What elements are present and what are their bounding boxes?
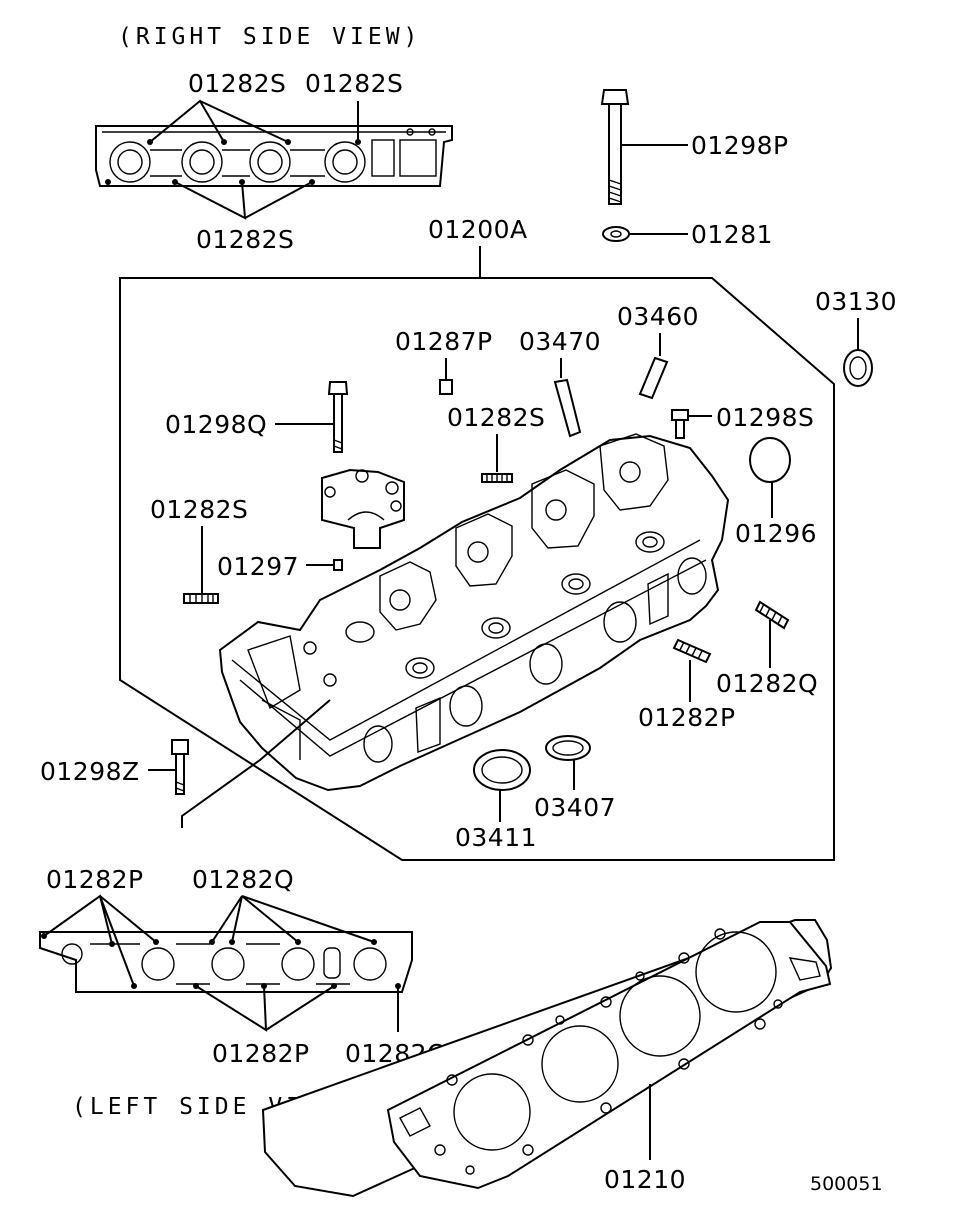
camshaft-cap bbox=[321, 468, 405, 549]
label-01282q: 01282Q bbox=[716, 669, 818, 698]
valve-guide-03460 bbox=[638, 356, 669, 400]
stud-01282p bbox=[672, 638, 712, 664]
label-01296: 01296 bbox=[735, 519, 817, 548]
valve-guide-03470 bbox=[553, 378, 582, 438]
diagram-code: 500051 bbox=[810, 1173, 883, 1195]
label-01298s: 01298S bbox=[716, 403, 814, 432]
pin-01297 bbox=[333, 559, 343, 571]
label-03470: 03470 bbox=[519, 327, 601, 356]
seal-03130 bbox=[843, 349, 873, 387]
right-side-leaders bbox=[149, 99, 359, 220]
valve-seat-03411 bbox=[473, 749, 531, 791]
plug-01287p bbox=[439, 379, 453, 395]
label-01281: 01281 bbox=[691, 220, 773, 249]
label-01297: 01297 bbox=[217, 552, 299, 581]
cylinder-head-01200a bbox=[218, 433, 730, 792]
label-03460: 03460 bbox=[617, 302, 699, 331]
bolt-01298q bbox=[327, 381, 349, 453]
stud-01282s-left bbox=[183, 593, 219, 604]
label-01282s-left: 01282S bbox=[150, 495, 248, 524]
bolt-01298z bbox=[171, 739, 189, 795]
valve-seat-03407 bbox=[545, 735, 591, 761]
left-side-leaders bbox=[43, 894, 399, 1032]
right-side-view-drawing bbox=[95, 125, 453, 187]
label-01210: 01210 bbox=[604, 1165, 686, 1194]
label-01298z: 01298Z bbox=[40, 757, 140, 786]
label-01282p-left-b: 01282P bbox=[212, 1039, 310, 1068]
label-01282s-right-b: 01282S bbox=[305, 69, 403, 98]
label-01287p: 01287P bbox=[395, 327, 493, 356]
left-side-view-drawing bbox=[39, 931, 413, 993]
label-03411: 03411 bbox=[455, 823, 537, 852]
right-side-view-title: (RIGHT SIDE VIEW) bbox=[118, 24, 421, 50]
label-01282s-right-a: 01282S bbox=[188, 69, 286, 98]
label-01282p-left-a: 01282P bbox=[46, 865, 144, 894]
label-03407: 03407 bbox=[534, 793, 616, 822]
bolt-01298s bbox=[671, 409, 689, 439]
label-01282p: 01282P bbox=[638, 703, 736, 732]
label-01298p: 01298P bbox=[691, 131, 789, 160]
label-01298q: 01298Q bbox=[165, 410, 267, 439]
label-01282s-right-c: 01282S bbox=[196, 225, 294, 254]
label-01282s-mid: 01282S bbox=[447, 403, 545, 432]
bolt-01298p bbox=[600, 89, 630, 205]
assembly-frame bbox=[119, 277, 835, 861]
cap-01296 bbox=[749, 437, 791, 483]
label-03130: 03130 bbox=[815, 287, 897, 316]
label-01282q-left-a: 01282Q bbox=[192, 865, 294, 894]
head-gasket-01210-detail bbox=[386, 921, 832, 1190]
label-01200a: 01200A bbox=[428, 215, 528, 244]
stud-01282q bbox=[754, 600, 790, 630]
washer-01281 bbox=[602, 226, 630, 242]
